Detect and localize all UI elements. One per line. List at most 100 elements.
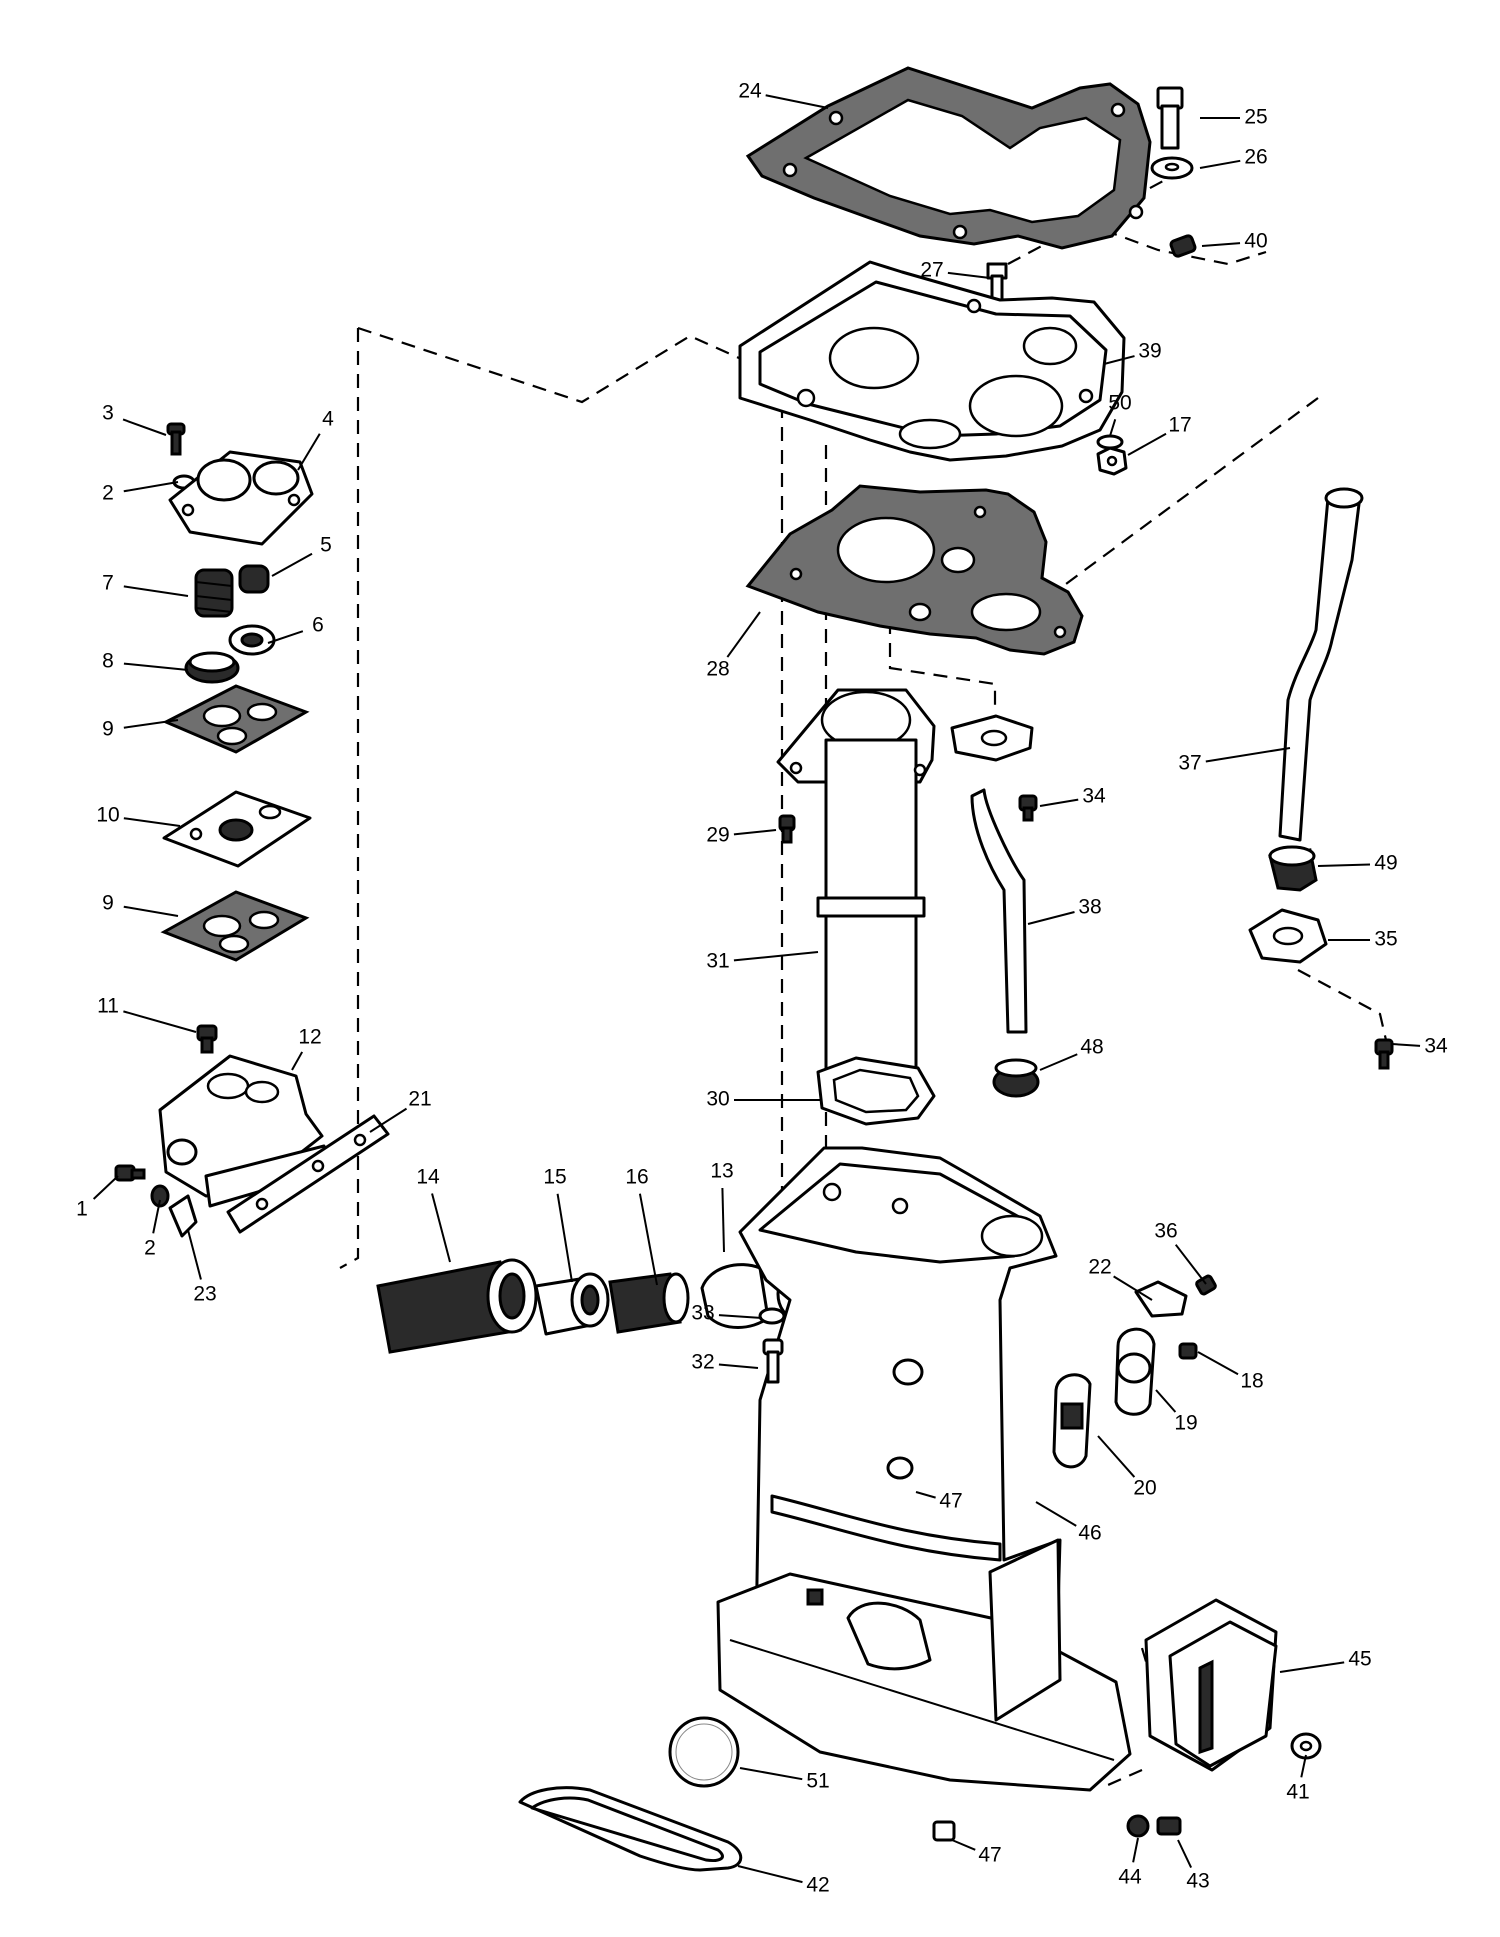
- grommet-48: [992, 1058, 1040, 1098]
- callout-number: 32: [691, 1351, 714, 1374]
- callout-number: 4: [322, 408, 334, 431]
- middle-gasket-28: [745, 484, 1084, 656]
- callout-number: 49: [1374, 852, 1397, 875]
- callout-number: 15: [543, 1166, 566, 1189]
- gasket-9-lower: [160, 890, 310, 962]
- callout-number: 51: [806, 1770, 829, 1793]
- callout-c46: 46: [1035, 1501, 1102, 1545]
- callout-c32: 32: [691, 1351, 759, 1374]
- gasket-20: [1052, 1373, 1092, 1469]
- hose-37: [1278, 487, 1364, 842]
- callout-c36: 36: [1154, 1220, 1207, 1285]
- callout-c4: 4: [297, 408, 334, 471]
- callout-c2b: 2: [144, 1199, 161, 1260]
- callout-c19: 19: [1155, 1389, 1198, 1435]
- callout-c47a: 47: [915, 1490, 963, 1513]
- callout-c16: 16: [625, 1166, 658, 1286]
- screw-18: [1178, 1342, 1198, 1360]
- leader-line: [122, 418, 167, 436]
- plug-47-lower: [932, 1820, 956, 1842]
- leader-line: [1300, 1754, 1307, 1778]
- callout-number: 26: [1244, 146, 1267, 169]
- callout-c6: 6: [267, 614, 324, 644]
- leader-line: [915, 1491, 936, 1499]
- callout-c51: 51: [739, 1767, 830, 1793]
- callout-c41: 41: [1286, 1754, 1310, 1804]
- callout-c45: 45: [1279, 1648, 1372, 1673]
- callout-number: 21: [408, 1088, 431, 1111]
- callout-c17: 17: [1127, 414, 1192, 456]
- leader-line: [951, 1839, 976, 1851]
- leader-line: [1177, 1839, 1193, 1868]
- callout-c3: 3: [102, 402, 167, 436]
- bolt-27: [986, 262, 1008, 306]
- callout-c20: 20: [1097, 1435, 1157, 1500]
- leader-line: [721, 1187, 725, 1253]
- callout-number: 10: [96, 804, 119, 827]
- clip-22: [1134, 1280, 1188, 1318]
- callout-c35: 35: [1328, 928, 1398, 951]
- callout-number: 35: [1374, 928, 1397, 951]
- leader-line: [556, 1193, 573, 1283]
- callout-c50: 50: [1108, 392, 1132, 437]
- leader-line: [369, 1107, 408, 1133]
- callout-c43: 43: [1177, 1839, 1210, 1893]
- callout-number: 30: [706, 1088, 729, 1111]
- clip-23: [168, 1194, 198, 1238]
- callout-number: 9: [102, 892, 114, 915]
- leader-line: [1097, 1435, 1136, 1478]
- leader-line: [638, 1193, 658, 1286]
- leader-line: [1035, 1501, 1077, 1527]
- tube-gasket-30: [816, 1056, 936, 1126]
- valve-seat-8: [184, 651, 240, 684]
- callout-number: 25: [1244, 106, 1267, 129]
- callout-c34b: 34: [1391, 1035, 1448, 1058]
- screw-32: [762, 1338, 784, 1384]
- callout-number: 2: [102, 482, 114, 505]
- leader-line: [1039, 1053, 1078, 1071]
- washer-33: [758, 1307, 786, 1325]
- callout-number: 34: [1424, 1035, 1448, 1058]
- leader-line: [123, 481, 179, 493]
- leader-line: [1279, 1661, 1345, 1673]
- callout-c7: 7: [102, 572, 189, 597]
- callout-number: 17: [1168, 414, 1191, 437]
- leader-line: [1317, 863, 1371, 867]
- leader-line: [92, 1175, 119, 1200]
- top-gasket: [745, 66, 1152, 250]
- callout-number: 44: [1118, 1866, 1142, 1889]
- leader-line: [718, 1363, 759, 1369]
- callout-number: 42: [806, 1874, 829, 1897]
- callout-number: 38: [1078, 896, 1101, 919]
- callout-number: 6: [312, 614, 324, 637]
- callout-number: 45: [1348, 1648, 1371, 1671]
- leader-line: [297, 433, 321, 471]
- callout-c14: 14: [416, 1166, 451, 1263]
- screw-1: [114, 1164, 146, 1182]
- pump-body-12: [158, 1054, 328, 1208]
- callout-c1: 1: [76, 1175, 119, 1221]
- callout-number: 43: [1186, 1870, 1209, 1893]
- bellows-14: [376, 1258, 538, 1354]
- callout-number: 48: [1080, 1036, 1103, 1059]
- washer-50: [1096, 434, 1124, 450]
- callout-c11: 11: [97, 995, 197, 1033]
- callout-number: 27: [920, 259, 943, 282]
- callout-number: 37: [1178, 752, 1201, 775]
- callout-c28: 28: [706, 611, 761, 681]
- callout-c42: 42: [737, 1865, 830, 1897]
- valve-cover-4: [168, 450, 314, 546]
- gasket-9-upper: [162, 684, 310, 754]
- callout-number: 29: [706, 824, 729, 847]
- callout-number: 41: [1286, 1781, 1309, 1804]
- nut-44: [1126, 1814, 1150, 1838]
- leader-line: [123, 662, 189, 671]
- callout-c25: 25: [1200, 106, 1268, 129]
- washer-26: [1150, 156, 1194, 180]
- plate-10: [162, 790, 312, 868]
- callout-number: 2: [144, 1237, 156, 1260]
- driveshaft-housing-46: [716, 1146, 1132, 1792]
- callout-c24: 24: [738, 80, 829, 109]
- cover-35: [1248, 908, 1328, 964]
